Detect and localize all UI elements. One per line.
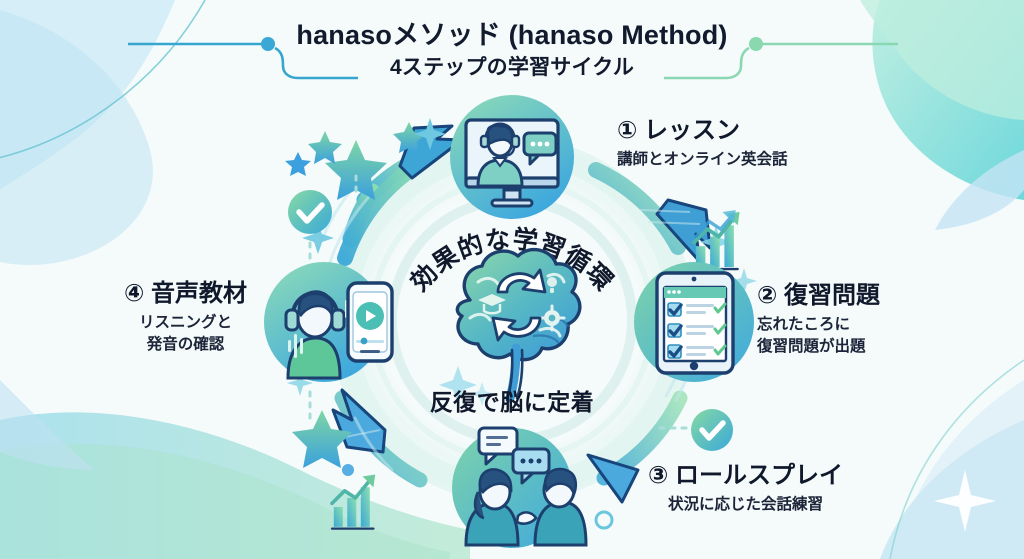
step-4-label: ④ 音声教材 リスニングと 発音の確認 [124,279,247,356]
two-people-conversation-icon [452,426,588,548]
dot-decoration [342,464,354,476]
check-badge-icon [691,409,733,451]
growth-chart-icon [330,474,376,530]
brain-cycle-icon [439,247,582,406]
step-1-label: ① レッスン 講師とオンライン英会話 [617,116,788,171]
sparkle-icon [414,118,446,150]
step-2-description-line-2: 復習問題が出題 [757,338,866,355]
step-1-heading: ① レッスン [617,117,740,144]
title-dot-left [261,37,275,51]
headphones-audio-player-icon [264,262,394,382]
step-4-heading: ④ 音声教材 [124,280,247,307]
title-dot-right [749,37,763,51]
sparkle-icon [470,382,494,406]
step-3-description: 状況に応じた会話練習 [667,496,823,513]
cycle-arc-top-right [588,162,686,255]
star-icon [393,122,425,153]
step-1-description: 講師とオンライン英会話 [617,151,788,168]
sparkle-icon [731,268,757,294]
star-icon [308,131,342,164]
sparkle-icon [287,370,313,396]
step-3-heading: ③ ロールスプレイ [648,462,843,489]
tablet-checklist-icon [634,262,754,382]
refresh-arrows-glyph [491,268,547,342]
star-icon [325,140,387,200]
circle-outline-decoration [594,510,614,530]
check-badge-icon [288,190,332,234]
arrow-head-bottom-right [586,453,640,504]
star-icon [292,410,352,468]
online-lesson-monitor-icon [450,95,574,219]
gear-glyph [538,304,566,332]
step-4-description-line-1: リスニングと [138,314,232,331]
title-bracket-right [664,46,750,80]
step-3-label: ③ ロールスプレイ 状況に応じた会話練習 [648,461,843,516]
star-icon [285,152,311,176]
sparkle-icon [302,222,334,254]
graduation-cap-glyph [478,294,506,315]
step-2-heading: ② 復習問題 [757,282,880,309]
sparkle-icon [439,366,477,404]
step-4-description-line-2: 発音の確認 [146,336,225,353]
step-2-label: ② 復習問題 忘れたころに 復習問題が出題 [757,281,880,358]
idea-glyph [547,277,557,293]
step-2-description-line-1: 忘れたころに [757,316,851,333]
title-bracket-left [274,46,358,80]
center-bottom-label: 反復で脳に定着 [429,389,595,415]
